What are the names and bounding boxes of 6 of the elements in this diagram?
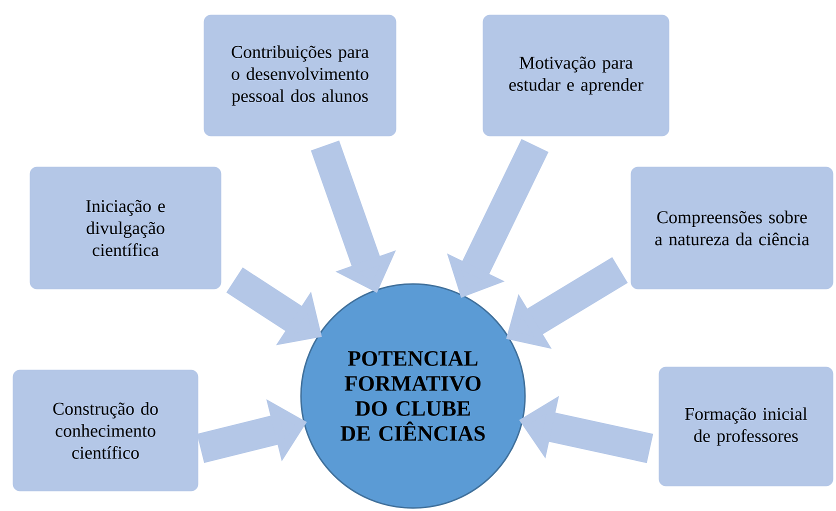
text-box: Formação inicial de professores [657,365,835,488]
text-box: Contribuições para o desenvolvimento pessoal dos alunos [202,13,398,138]
text-box: Construção do conhecimento científico [11,368,200,493]
text-box: Iniciação e divulgação científica [28,165,223,291]
text-box: Motivação para estudar e aprender [481,13,671,138]
text-box: Compreensões sobre a natureza da ciência [629,165,835,291]
